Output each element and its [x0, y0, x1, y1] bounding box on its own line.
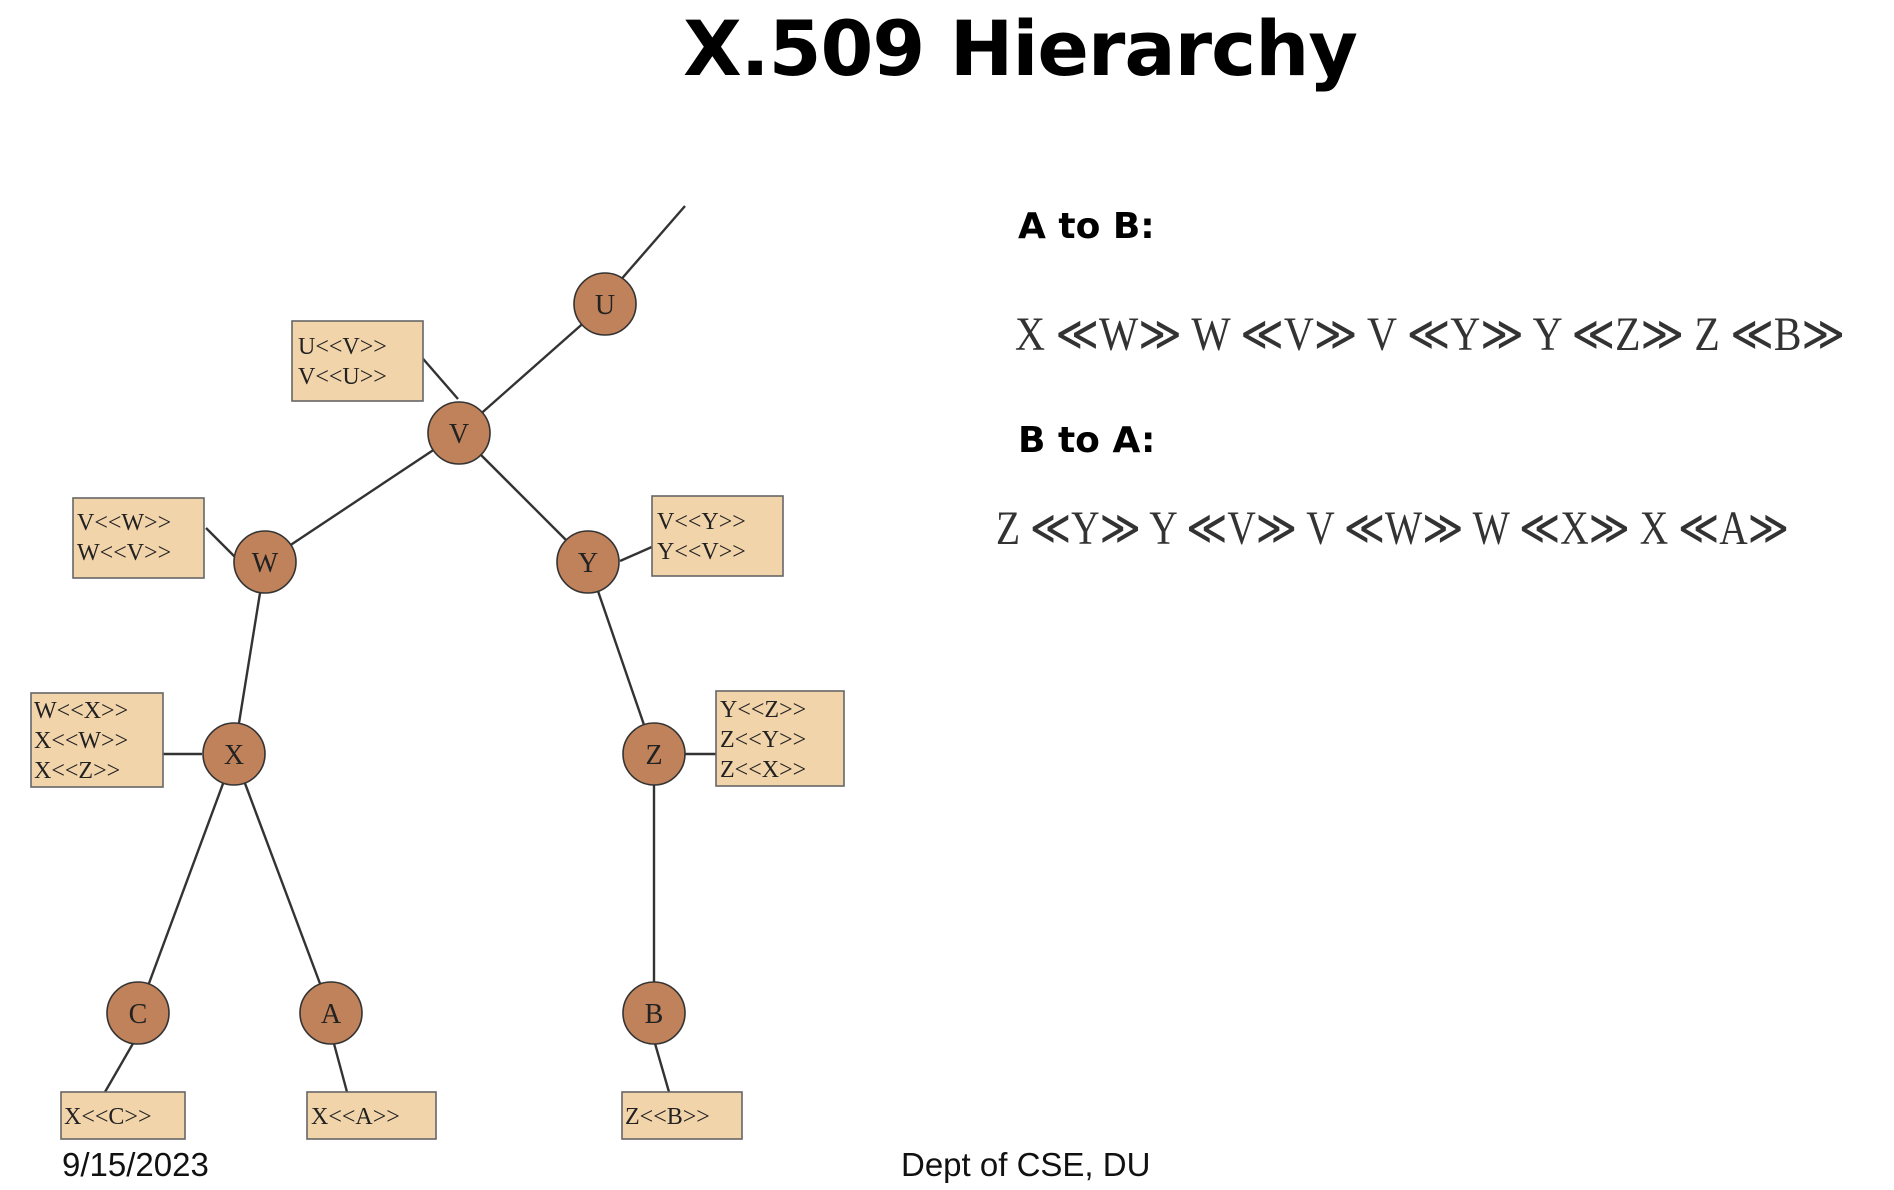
- node-label: Y: [578, 548, 598, 579]
- edge-W-X: [232, 561, 267, 755]
- cert-text: U<<V>>: [298, 334, 387, 360]
- node-Y: Y: [556, 530, 620, 594]
- cert-link-W: [205, 527, 239, 561]
- node-U: U: [573, 272, 637, 336]
- cert-text: Z<<Y>>: [720, 727, 806, 753]
- cert-text: X<<A>>: [311, 1104, 400, 1130]
- cert-text: W<<V>>: [77, 540, 171, 566]
- cert-text: Y<<V>>: [657, 539, 746, 565]
- cert-text: Z<<B>>: [625, 1104, 710, 1130]
- cert-box-U: U<<V>> V<<U>>: [291, 320, 424, 402]
- node-X: X: [202, 722, 266, 786]
- cert-box-X: W<<X>> X<<W>> X<<Z>>: [30, 692, 164, 788]
- cert-text: X<<C>>: [64, 1104, 151, 1130]
- cert-link-A: [331, 1039, 349, 1093]
- node-circle: [427, 401, 491, 465]
- node-Z: Z: [622, 722, 686, 786]
- node-circle: [573, 272, 637, 336]
- edge-X-C: [136, 753, 236, 1014]
- node-circle: [622, 722, 686, 786]
- node-circle: [556, 530, 620, 594]
- node-circle: [622, 981, 686, 1045]
- slide-title: X.509 Hierarchy: [683, 4, 1358, 93]
- cert-link-B: [652, 1039, 671, 1093]
- edge-Y-Z: [586, 561, 656, 755]
- node-circle: [299, 981, 363, 1045]
- cert-link-U: [417, 352, 459, 400]
- cert-text: Z<<X>>: [720, 757, 806, 783]
- cert-text: V<<W>>: [77, 510, 171, 536]
- cert-text: V<<Y>>: [657, 509, 746, 535]
- cert-text: X<<W>>: [34, 728, 128, 754]
- cert-text: W<<X>>: [34, 698, 128, 724]
- node-circle: [233, 530, 297, 594]
- node-A: A: [299, 981, 363, 1045]
- cert-box-C: X<<C>>: [60, 1091, 186, 1140]
- cert-box-B: Z<<B>>: [621, 1091, 743, 1140]
- b-to-a-heading: B to A:: [1018, 420, 1156, 461]
- cert-box-Z: Y<<Z>> Z<<Y>> Z<<X>>: [715, 690, 845, 787]
- b-to-a-chain: Z ≪Y≫ Y ≪V≫ V ≪W≫ W ≪X≫ X ≪A≫: [996, 502, 1789, 555]
- cert-link-C: [103, 1039, 137, 1093]
- a-to-b-heading: A to B:: [1018, 206, 1155, 247]
- cert-link-Y: [619, 544, 655, 563]
- node-label: V: [449, 419, 469, 450]
- node-label: X: [224, 740, 244, 771]
- node-V: V: [427, 401, 491, 465]
- cert-text: X<<Z>>: [34, 758, 120, 784]
- node-circle: [106, 981, 170, 1045]
- edge-U-V: [458, 303, 606, 434]
- node-label: U: [595, 290, 615, 321]
- cert-text: Y<<Z>>: [720, 697, 806, 723]
- node-label: Z: [645, 740, 662, 771]
- node-label: C: [129, 999, 148, 1030]
- node-C: C: [106, 981, 170, 1045]
- footer-date: 9/15/2023: [62, 1146, 209, 1183]
- edge-V-W: [264, 432, 460, 563]
- cert-box-A: X<<A>>: [306, 1091, 437, 1140]
- x509-hierarchy-diagram: U<<V>> V<<U>> V<<W>> W<<V>> V<<Y>> Y<<V>…: [30, 205, 845, 1140]
- a-to-b-chain: X ≪W≫ W ≪V≫ V ≪Y≫ Y ≪Z≫ Z ≪B≫: [1015, 308, 1845, 361]
- cert-text: V<<U>>: [298, 364, 387, 390]
- node-label: W: [252, 548, 279, 579]
- node-circle: [202, 722, 266, 786]
- node-label: A: [321, 999, 342, 1030]
- edge-X-A: [232, 753, 333, 1014]
- node-W: W: [233, 530, 297, 594]
- tree-edges: [136, 303, 656, 1014]
- node-B: B: [622, 981, 686, 1045]
- footer-department: Dept of CSE, DU: [901, 1146, 1151, 1183]
- cert-box-Y: V<<Y>> Y<<V>>: [651, 495, 784, 577]
- tree-nodes: U V W Y X Z C A B: [106, 272, 686, 1045]
- node-label: B: [645, 999, 664, 1030]
- cert-box-W: V<<W>> W<<V>>: [72, 497, 205, 579]
